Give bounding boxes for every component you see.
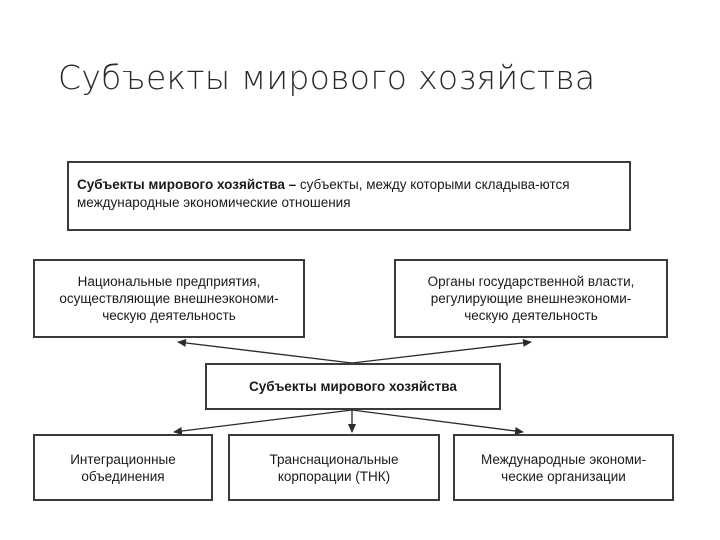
- definition-box: Субъекты мирового хозяйства – субъекты, …: [67, 161, 631, 231]
- center-subjects-box: Субъекты мирового хозяйства: [205, 363, 501, 410]
- state-bodies-box: Органы государственной власти, регулирую…: [394, 259, 668, 338]
- state-bodies-label: Органы государственной власти, регулирую…: [427, 274, 635, 323]
- integration-label: Интеграционные объединения: [70, 451, 176, 484]
- international-orgs-box: Международные экономи- ческие организаци…: [453, 434, 674, 501]
- tnc-label: Транснациональные корпорации (ТНК): [269, 451, 399, 484]
- national-enterprises-box: Национальные предприятия, осуществляющие…: [33, 259, 305, 338]
- arrow-to-national-enterprises: [177, 338, 353, 364]
- international-orgs-label: Международные экономи- ческие организаци…: [480, 451, 647, 484]
- national-enterprises-label: Национальные предприятия, осуществляющие…: [59, 274, 279, 323]
- arrow-to-international-orgs: [351, 409, 524, 435]
- definition-term: Субъекты мирового хозяйства –: [77, 177, 297, 192]
- integration-box: Интеграционные объединения: [33, 434, 213, 501]
- arrow-to-state-bodies: [351, 338, 532, 364]
- slide-title: Субъекты мирового хозяйства: [58, 58, 596, 97]
- definition-text: субъекты, между которыми складыва-ются м…: [77, 177, 570, 210]
- center-subjects-label: Субъекты мирового хозяйства: [249, 379, 457, 394]
- arrow-to-integration: [173, 409, 353, 435]
- tnc-box: Транснациональные корпорации (ТНК): [228, 434, 440, 501]
